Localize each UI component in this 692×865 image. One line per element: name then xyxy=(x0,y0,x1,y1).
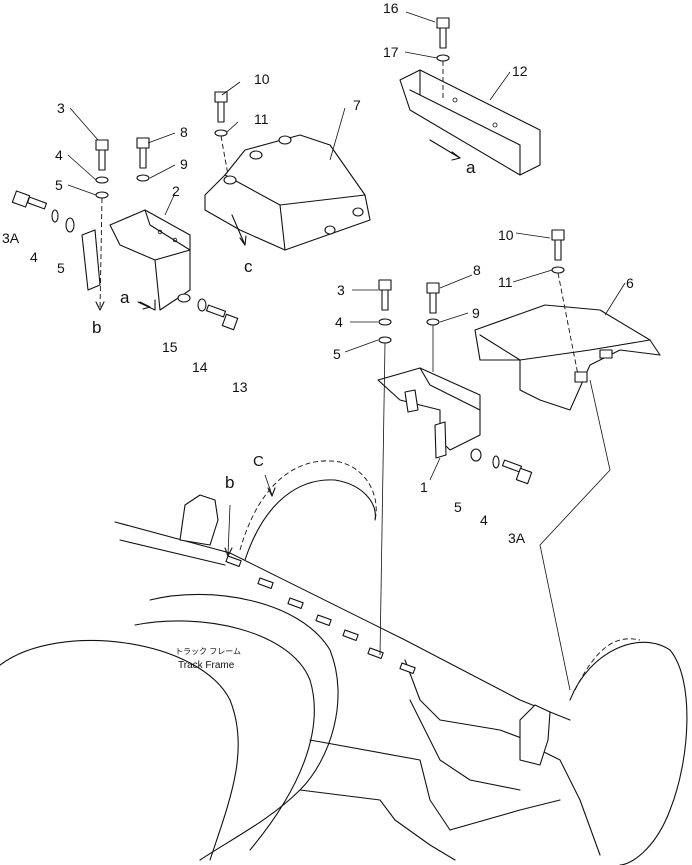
washer-5-right xyxy=(470,448,482,462)
bolt-3A-left xyxy=(11,190,48,210)
callout-3-center: 3 xyxy=(337,282,345,298)
washer-11-right xyxy=(551,266,565,274)
ref-c-bottom: C xyxy=(253,453,264,470)
callout-4-left: 4 xyxy=(55,147,63,163)
part-2-bracket xyxy=(81,209,191,311)
callout-15: 15 xyxy=(162,339,178,355)
callout-4-center: 4 xyxy=(335,314,343,330)
frame-blocks xyxy=(225,555,416,674)
callout-8-left: 8 xyxy=(180,124,188,140)
callout-9-center: 9 xyxy=(472,305,480,321)
callout-10-right: 10 xyxy=(498,227,514,243)
callout-1: 1 xyxy=(420,479,428,495)
callout-5-center: 5 xyxy=(333,346,341,362)
callout-11-right: 11 xyxy=(498,274,513,290)
ref-c-top: c xyxy=(244,257,253,276)
idler-wheel xyxy=(569,641,688,865)
assembly-lines xyxy=(67,11,626,691)
reference-letters: a a b b c C xyxy=(92,158,476,492)
callout-labels: 16 17 12 10 11 7 3 8 4 9 5 2 3A 4 5 15 1… xyxy=(2,0,634,546)
frame-bracket-left xyxy=(179,494,219,546)
callout-5-left-side: 5 xyxy=(57,260,65,276)
washer-5-center xyxy=(378,336,392,344)
washer-14 xyxy=(197,298,207,312)
callout-10-top: 10 xyxy=(254,71,270,87)
washer-5-side xyxy=(65,217,75,233)
washer-4-center xyxy=(378,318,392,326)
callout-3A-right: 3A xyxy=(508,530,526,546)
callout-14: 14 xyxy=(192,359,208,375)
frame-bracket-right xyxy=(519,704,551,766)
washer-4-side xyxy=(51,209,59,223)
track-frame-caption: トラック フレーム Track Frame xyxy=(175,647,241,671)
washer-5-left xyxy=(95,191,109,199)
callout-5-left: 5 xyxy=(55,177,63,193)
callout-17: 17 xyxy=(383,44,399,60)
callout-2: 2 xyxy=(172,183,180,199)
bolt-8-center xyxy=(426,282,440,314)
washer-9-left xyxy=(136,174,150,182)
ref-a-top: a xyxy=(466,158,476,177)
callout-7: 7 xyxy=(353,97,361,113)
callout-11-top: 11 xyxy=(254,111,269,127)
washer-9-center xyxy=(426,318,440,326)
bolt-3-center xyxy=(378,279,392,311)
callout-12: 12 xyxy=(512,63,528,79)
washer-4-left xyxy=(95,176,109,184)
callout-4-right: 4 xyxy=(480,512,488,528)
part-6-cover xyxy=(474,304,661,411)
track-frame xyxy=(0,460,688,865)
nut-15 xyxy=(177,293,191,303)
bolt-8-left xyxy=(136,137,150,169)
callout-6: 6 xyxy=(626,275,634,291)
part-12-cover-bracket xyxy=(399,69,541,176)
ref-a-left: a xyxy=(120,288,130,307)
caption-jp: トラック フレーム xyxy=(175,647,241,656)
callout-8-center: 8 xyxy=(473,262,481,278)
washer-11-top xyxy=(214,129,228,137)
callout-13: 13 xyxy=(232,379,248,395)
bolt-13 xyxy=(205,304,239,331)
callout-4-left-side: 4 xyxy=(30,249,38,265)
bolt-3-left xyxy=(95,139,109,171)
callout-3A-left: 3A xyxy=(2,230,20,246)
washer-4-right xyxy=(492,455,500,469)
callout-3-left: 3 xyxy=(57,100,65,116)
callout-16: 16 xyxy=(383,0,399,16)
washer-17 xyxy=(436,54,450,62)
bolt-10-right xyxy=(551,229,565,261)
part-1-bracket xyxy=(377,367,481,459)
ref-b-bottom: b xyxy=(225,473,234,492)
callout-5-right: 5 xyxy=(454,499,462,515)
part-7-cover xyxy=(204,134,371,251)
bolt-10-top xyxy=(214,91,228,123)
ref-b-top: b xyxy=(92,318,101,337)
callout-9-left: 9 xyxy=(180,156,188,172)
bolt-16 xyxy=(436,17,450,49)
caption-en: Track Frame xyxy=(178,660,235,671)
bolt-3A-right xyxy=(501,459,533,485)
